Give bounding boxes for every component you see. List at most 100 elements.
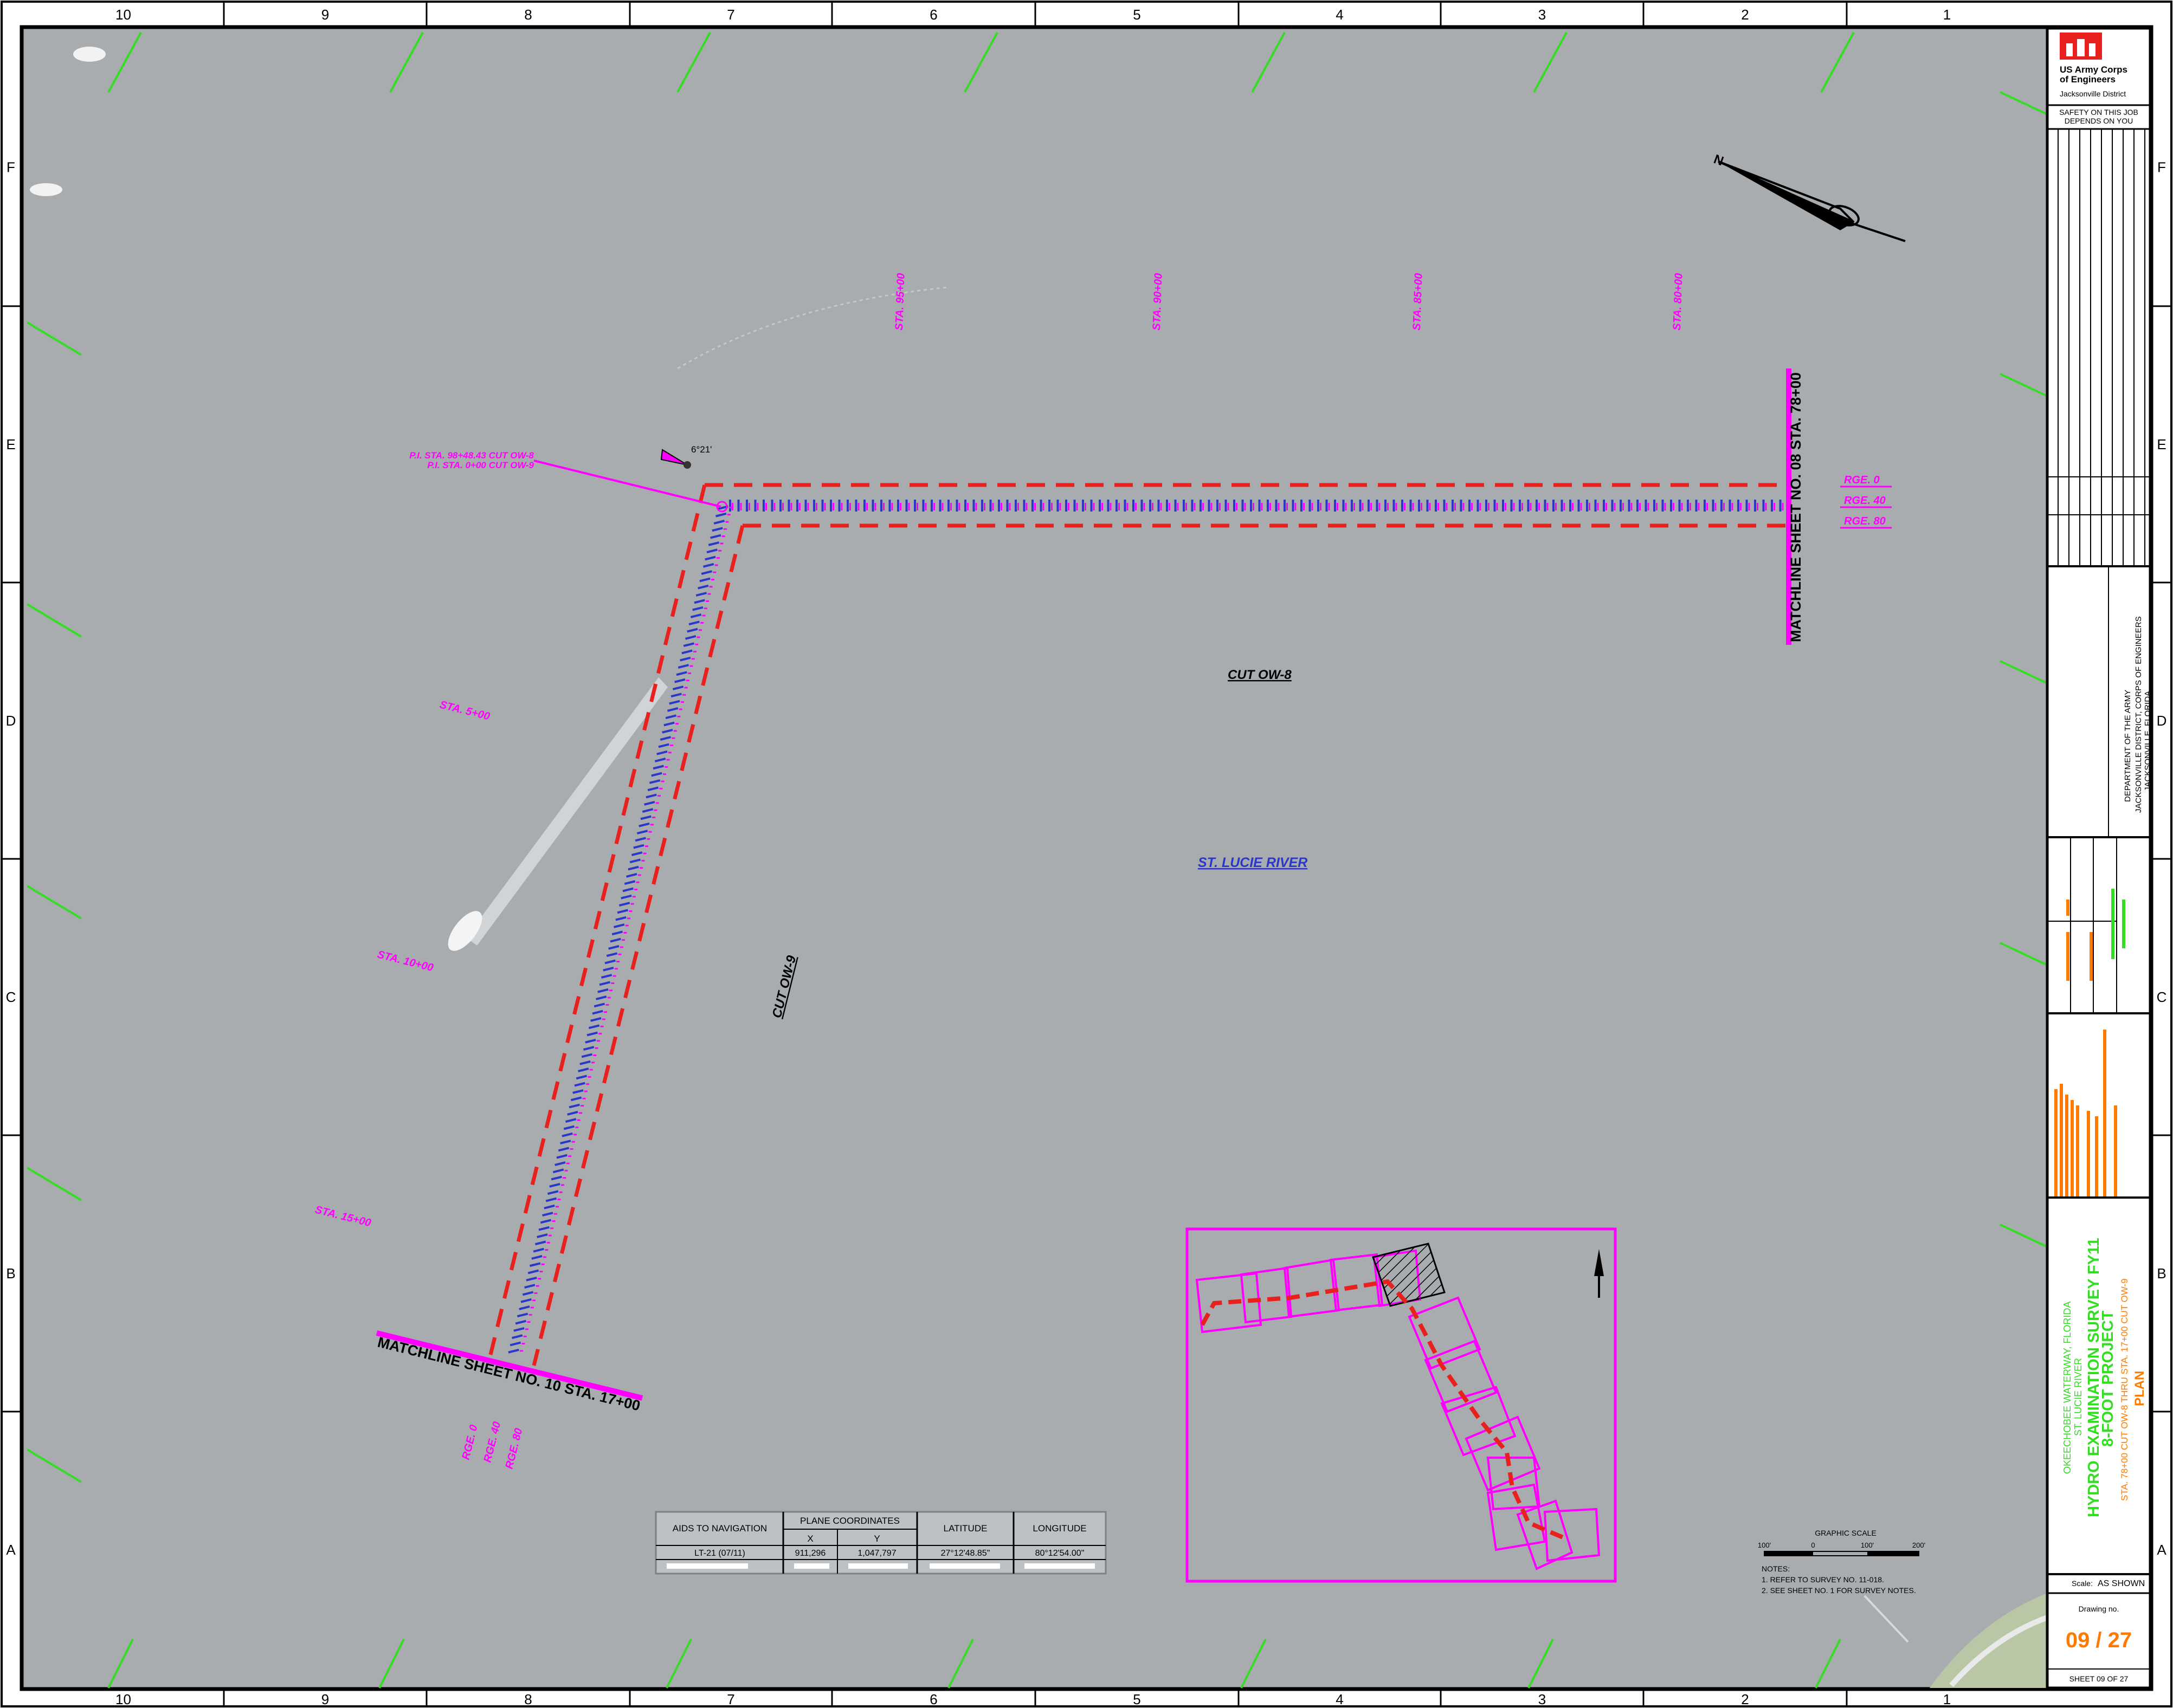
org-line-1: US Army Corps (2060, 64, 2127, 75)
grid-row-label: D (2157, 713, 2167, 729)
cut-ow8-label: CUT OW-8 (1228, 668, 1292, 682)
grid-row-label: A (6, 1542, 16, 1558)
grid-column-label: 4 (1336, 1691, 1343, 1707)
boat-wake (448, 286, 949, 951)
grid-column-label: 7 (727, 1691, 734, 1707)
grid-column-label: 8 (524, 7, 532, 23)
pi-leader (533, 449, 728, 513)
note-2: 2. SEE SHEET NO. 1 FOR SURVEY NOTES. (1762, 1586, 1916, 1595)
grid-row-label: B (6, 1265, 15, 1282)
scale-tick-3: 100' (1861, 1541, 1874, 1549)
project-line-2: ST. LUCIE RIVER (2073, 1358, 2084, 1436)
grid-row-label: A (2157, 1542, 2166, 1558)
usace-castle-logo (2060, 33, 2102, 60)
grid-row-label: C (2157, 989, 2167, 1005)
aids-subheader-x: X (807, 1534, 813, 1544)
key-map-inset (1185, 1227, 1617, 1583)
grid-column-label: 2 (1741, 1691, 1749, 1707)
grid-column-label: 1 (1943, 7, 1951, 23)
grid-row-labels: F F E E D D C C B B A A (6, 159, 2167, 1558)
sheet-number: SHEET 09 OF 27 (2069, 1674, 2129, 1683)
range-label: RGE. 40 (1844, 495, 1886, 507)
inset-north-arrow-icon (1594, 1249, 1604, 1298)
aids-cell-name: LT-21 (07/11) (694, 1549, 745, 1558)
grid-column-label: 10 (115, 7, 131, 23)
grid-row-label: D (6, 713, 16, 729)
title-block: US Army Corps of Engineers Jacksonville … (2046, 27, 2152, 1690)
station-label: STA. 80+00 (1671, 273, 1685, 331)
notes-title: NOTES: (1762, 1564, 1790, 1573)
range-label: RGE. 0 (1844, 474, 1880, 486)
graphic-scale: GRAPHIC SCALE 100' 0 100' 200' NOTES: 1.… (1758, 1529, 1925, 1595)
aids-header-lat: LATITUDE (944, 1523, 988, 1534)
grid-column-label: 7 (727, 7, 734, 23)
project-line-1: OKEECHOBEE WATERWAY, FLORIDA (2062, 1302, 2073, 1474)
grid-column-label: 6 (930, 1691, 937, 1707)
depth-soundings (508, 500, 1784, 1354)
grid-row-label: E (6, 436, 15, 452)
plan-label: PLAN (2132, 1371, 2147, 1406)
coordinate-grid-ticks (26, 32, 2047, 1688)
grid-row-label: C (6, 989, 16, 1005)
aids-to-navigation-table: AIDS TO NAVIGATION PLANE COORDINATES LAT… (655, 1511, 1107, 1575)
aids-cell-y: 1,047,797 (857, 1549, 896, 1558)
aids-cell-x: 911,296 (795, 1549, 826, 1558)
grid-column-label: 8 (524, 1691, 532, 1707)
revisions-grid (2047, 129, 2150, 566)
scale-field-label: Scale: (2072, 1579, 2093, 1588)
channel-cut-ow9 (488, 484, 745, 1366)
grid-column-label: 3 (1538, 7, 1546, 23)
grid-row-label: F (2157, 159, 2166, 176)
aids-cell-lat: 27°12'48.85" (941, 1549, 990, 1558)
grid-column-labels: 10 10 9 9 8 8 7 7 6 6 5 5 4 4 3 3 2 2 1 1 (115, 7, 1951, 1707)
org-line-3: Jacksonville District (2060, 89, 2126, 98)
grid-row-label: E (2157, 436, 2166, 452)
deflection-angle: 6°21' (691, 444, 712, 455)
channel-cut-ow8 (705, 483, 1789, 528)
dept-line-1: DEPARTMENT OF THE ARMY (2123, 690, 2132, 802)
shoreline-corner (1864, 1593, 2048, 1688)
aids-header-name: AIDS TO NAVIGATION (673, 1523, 767, 1534)
grid-column-label: 5 (1133, 1691, 1140, 1707)
drawing-no: 09 / 27 (2066, 1628, 2132, 1652)
range-label: RGE. 80 (1844, 515, 1886, 527)
dept-line-3: JACKSONVILLE, FLORIDA (2143, 691, 2152, 791)
matchline-right-label: MATCHLINE SHEET NO. 08 STA. 78+00 (1788, 372, 1804, 642)
aerial-water (23, 28, 2047, 1688)
aids-header-lon: LONGITUDE (1033, 1523, 1086, 1534)
station-label: STA. 95+00 (893, 273, 907, 331)
sub-title: STA. 78+00 CUT OW-8 THRU STA. 17+00 CUT … (2119, 1278, 2130, 1501)
scale-tick-4: 200' (1912, 1541, 1925, 1549)
boats-top-left (30, 47, 106, 196)
grid-column-label: 3 (1538, 1691, 1546, 1707)
grid-column-label: 6 (930, 7, 937, 23)
grid-row-label: B (2157, 1265, 2166, 1282)
station-label: STA. 90+00 (1151, 273, 1165, 331)
grid-column-label: 1 (1943, 1691, 1951, 1707)
scale-tick-1: 100' (1758, 1541, 1771, 1549)
grid-row-label: F (7, 159, 15, 176)
scale-field-value: AS SHOWN (2098, 1579, 2145, 1588)
grid-column-label: 4 (1336, 7, 1343, 23)
safety-line-2: DEPENDS ON YOU (2065, 117, 2133, 125)
matchline-right: MATCHLINE SHEET NO. 08 STA. 78+00 (1786, 368, 1804, 645)
main-title-1: HYDRO EXAMINATION SURVEY FY11 (2085, 1238, 2103, 1517)
grid-column-label: 10 (115, 1691, 131, 1707)
main-title-2: 8-FOOT PROJECT (2099, 1310, 2117, 1447)
grid-column-label: 9 (321, 7, 329, 23)
north-arrow-icon: N (1712, 152, 1906, 242)
river-label: ST. LUCIE RIVER (1198, 855, 1307, 870)
org-line-2: of Engineers (2060, 74, 2116, 85)
grid-column-label: 9 (321, 1691, 329, 1707)
aids-header-coords: PLANE COORDINATES (800, 1516, 900, 1526)
dept-line-2: JACKSONVILLE DISTRICT, CORPS OF ENGINEER… (2134, 616, 2143, 813)
station-label: STA. 85+00 (1411, 273, 1425, 331)
pi-label-2: P.I. STA. 0+00 CUT OW-9 (427, 460, 534, 470)
note-1: 1. REFER TO SURVEY NO. 11-018. (1762, 1575, 1884, 1584)
aids-cell-lon: 80°12'54.00" (1035, 1549, 1085, 1558)
grid-column-label: 5 (1133, 7, 1140, 23)
grid-column-label: 2 (1741, 7, 1749, 23)
scale-title: GRAPHIC SCALE (1815, 1529, 1877, 1537)
drawing-no-label: Drawing no. (2079, 1605, 2119, 1613)
